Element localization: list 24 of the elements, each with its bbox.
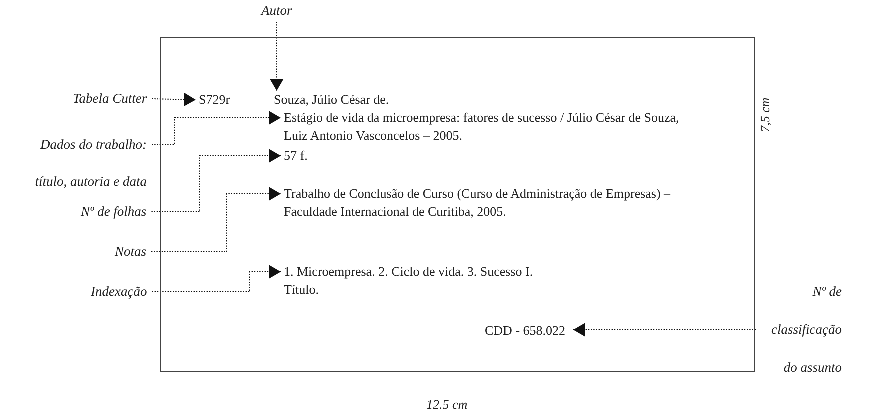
leader-arrow [270,22,284,92]
leader-arrow [573,323,756,337]
leader-arrow [151,187,282,252]
dimension-label: 7,5 cm [756,98,773,132]
callout-label: Nº de folhas [81,203,147,221]
title-entry: Estágio de vida da microempresa: fatores de sucesso / Júlio César de Souza, Luiz Antonio Vasconcelos – 2005. [284,109,684,145]
leader-arrow [152,92,196,107]
callout-label: Notas [115,243,147,261]
classification-number: CDD - 658.022 [485,322,566,340]
callout-label: Dados do trabalho: título, autoria e data [19,126,147,200]
author-entry: Souza, Júlio César de. [274,91,390,109]
subjects-entry: 1. Microempresa. 2. Ciclo de vida. 3. Sucesso I. Título. [284,263,540,299]
pages-entry: 57 f. [284,147,308,165]
catalog-card [160,37,755,372]
leader-arrow [152,111,282,145]
leader-arrow [152,265,282,292]
leader-arrow [151,149,282,212]
notes-entry: Trabalho de Conclusão de Curso (Curso de Administração de Empresas) – Faculdade Internacional de Curitiba, 2005. [284,185,689,221]
callout-label: Tabela Cutter [73,90,148,108]
callout-label: Nº de classificação do assunto [762,273,842,387]
author-label: Autor [262,2,292,20]
call-number: S729r [199,91,230,109]
callout-label: Indexação [91,283,148,301]
dimension-label: 12.5 cm [426,397,468,413]
